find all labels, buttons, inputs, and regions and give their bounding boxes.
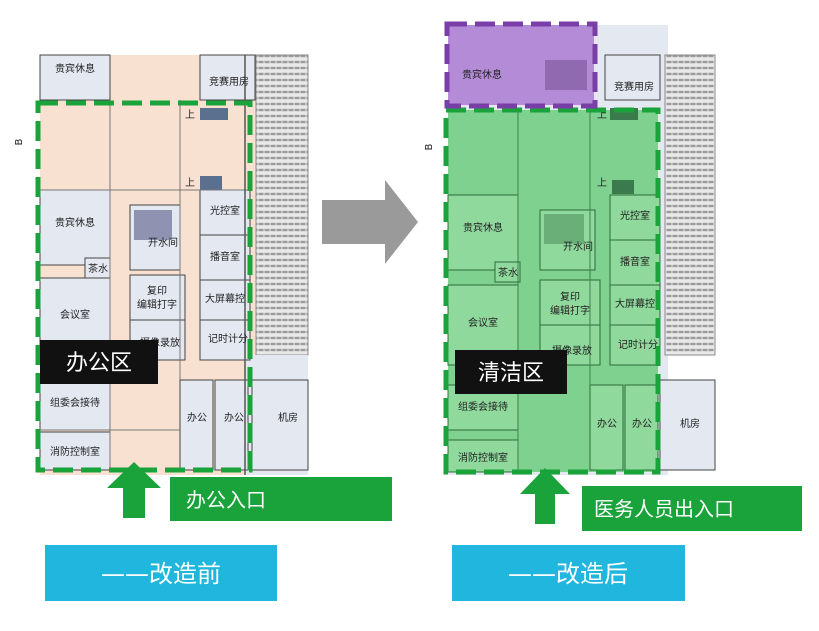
left-zone-boundary	[35, 100, 253, 473]
right-zone-label: 清洁区	[478, 361, 544, 386]
right-room-timer	[609, 324, 661, 366]
left-caption-box	[45, 545, 277, 601]
room-label: 组委会接待	[458, 400, 508, 413]
room-label: 贵宾休息	[462, 68, 502, 81]
left-room-copy	[129, 274, 186, 321]
left-seating-block	[255, 54, 309, 356]
left-stair-2	[200, 176, 222, 190]
left-zone-label: 办公区	[66, 351, 132, 376]
stair-label: 上	[597, 177, 607, 189]
left-room-vip-top	[39, 54, 111, 101]
right-room-machine	[659, 379, 716, 471]
room-label: 茶水	[88, 262, 108, 275]
room-label: 会议室	[468, 316, 498, 329]
left-room-timer	[199, 319, 251, 361]
room-label: 会议室	[60, 308, 90, 321]
room-label: 播音室	[620, 255, 650, 268]
right-room-screen	[609, 284, 661, 326]
room-label: 开水间	[148, 236, 178, 249]
room-label: 复印	[560, 290, 580, 303]
right-purple-fixtures	[545, 60, 587, 90]
right-caption: ——改造后	[508, 560, 628, 588]
room-label: 竞赛用房	[614, 80, 654, 93]
room-label: 光控室	[210, 204, 240, 217]
room-label: 大屏幕控	[205, 292, 245, 305]
left-room-machine	[251, 379, 309, 471]
room-label: 贵宾休息	[463, 221, 503, 234]
left-entrance-arrow	[107, 462, 161, 518]
right-zone-boundary	[443, 107, 661, 475]
right-room-tea	[494, 261, 521, 283]
left-entrance-label: 办公入口	[186, 488, 266, 512]
left-room-office2	[214, 379, 249, 471]
room-label: 播音室	[210, 250, 240, 263]
left-room-fire	[39, 431, 111, 471]
room-label: 办公	[632, 417, 652, 430]
room-label: 茶水	[498, 266, 518, 279]
room-label: 记时计分	[618, 338, 658, 351]
room-label: 贵宾休息	[55, 62, 95, 75]
room-label: 消防控制室	[50, 445, 100, 458]
left-entrance-label-box	[170, 477, 392, 521]
right-room-competition	[604, 54, 661, 101]
room-label: 开水间	[563, 240, 593, 253]
room-label: 贵宾休息	[55, 216, 95, 229]
room-label: 办公	[597, 417, 617, 430]
room-label: 光控室	[620, 209, 650, 222]
right-entrance-label-box	[582, 486, 802, 531]
axis-label: B	[14, 138, 25, 145]
room-label: 记时计分	[208, 332, 248, 345]
right-entrance-arrow	[520, 468, 570, 524]
transition-arrow	[322, 180, 418, 264]
right-restroom-fixtures	[544, 214, 584, 244]
axis-label: B	[424, 143, 435, 150]
left-room-screen	[199, 279, 251, 321]
right-room-light	[609, 194, 661, 241]
room-label: 办公	[224, 411, 244, 424]
right-room-office2	[624, 384, 659, 471]
stair-label: 上	[597, 109, 607, 121]
room-label: 编辑打字	[137, 298, 177, 311]
left-stair-1	[200, 108, 228, 120]
right-stair-2	[612, 180, 634, 194]
room-label: 编辑打字	[550, 304, 590, 317]
right-entrance-label: 医务人员出入口	[594, 497, 734, 521]
right-caption-box	[452, 545, 685, 601]
left-room-committee	[39, 379, 111, 431]
room-label: 机房	[278, 411, 298, 424]
room-label: 组委会接待	[50, 396, 100, 409]
right-room-vip	[447, 194, 519, 271]
room-label: 竞赛用房	[209, 75, 249, 88]
room-label: 机房	[680, 417, 700, 430]
room-label: 复印	[147, 284, 167, 297]
left-room-office1	[179, 379, 214, 471]
room-label: 办公	[187, 411, 207, 424]
stair-label: 上	[185, 109, 195, 121]
stair-label: 上	[185, 177, 195, 189]
left-caption: ——改造前	[101, 560, 221, 588]
room-label: 大屏幕控	[615, 297, 655, 310]
right-room-labels: 贵宾休息 竞赛用房 上 上 贵宾休息 茶水 开水间 光控室 播音室 会议室 复印…	[424, 68, 700, 464]
room-label: 消防控制室	[458, 451, 508, 464]
left-restroom-fixtures	[134, 210, 172, 240]
right-floor-plan: 贵宾休息 竞赛用房 上 上 贵宾休息 茶水 开水间 光控室 播音室 会议室 复印…	[424, 21, 716, 475]
left-room-competition	[199, 54, 256, 101]
right-seating-block	[664, 54, 716, 356]
right-room-broadcast	[609, 239, 661, 286]
left-floor-plan: 贵宾休息 竞赛用房 上 上 贵宾休息 茶水 开水间 光控室 播音室 会议室 复印…	[14, 54, 309, 475]
right-room-office1	[589, 384, 624, 471]
right-purple-boundary	[444, 21, 598, 109]
left-room-labels: 贵宾休息 竞赛用房 上 上 贵宾休息 茶水 开水间 光控室 播音室 会议室 复印…	[14, 62, 298, 458]
right-zone-label-box	[455, 350, 567, 394]
left-zone-label-box	[40, 340, 158, 384]
